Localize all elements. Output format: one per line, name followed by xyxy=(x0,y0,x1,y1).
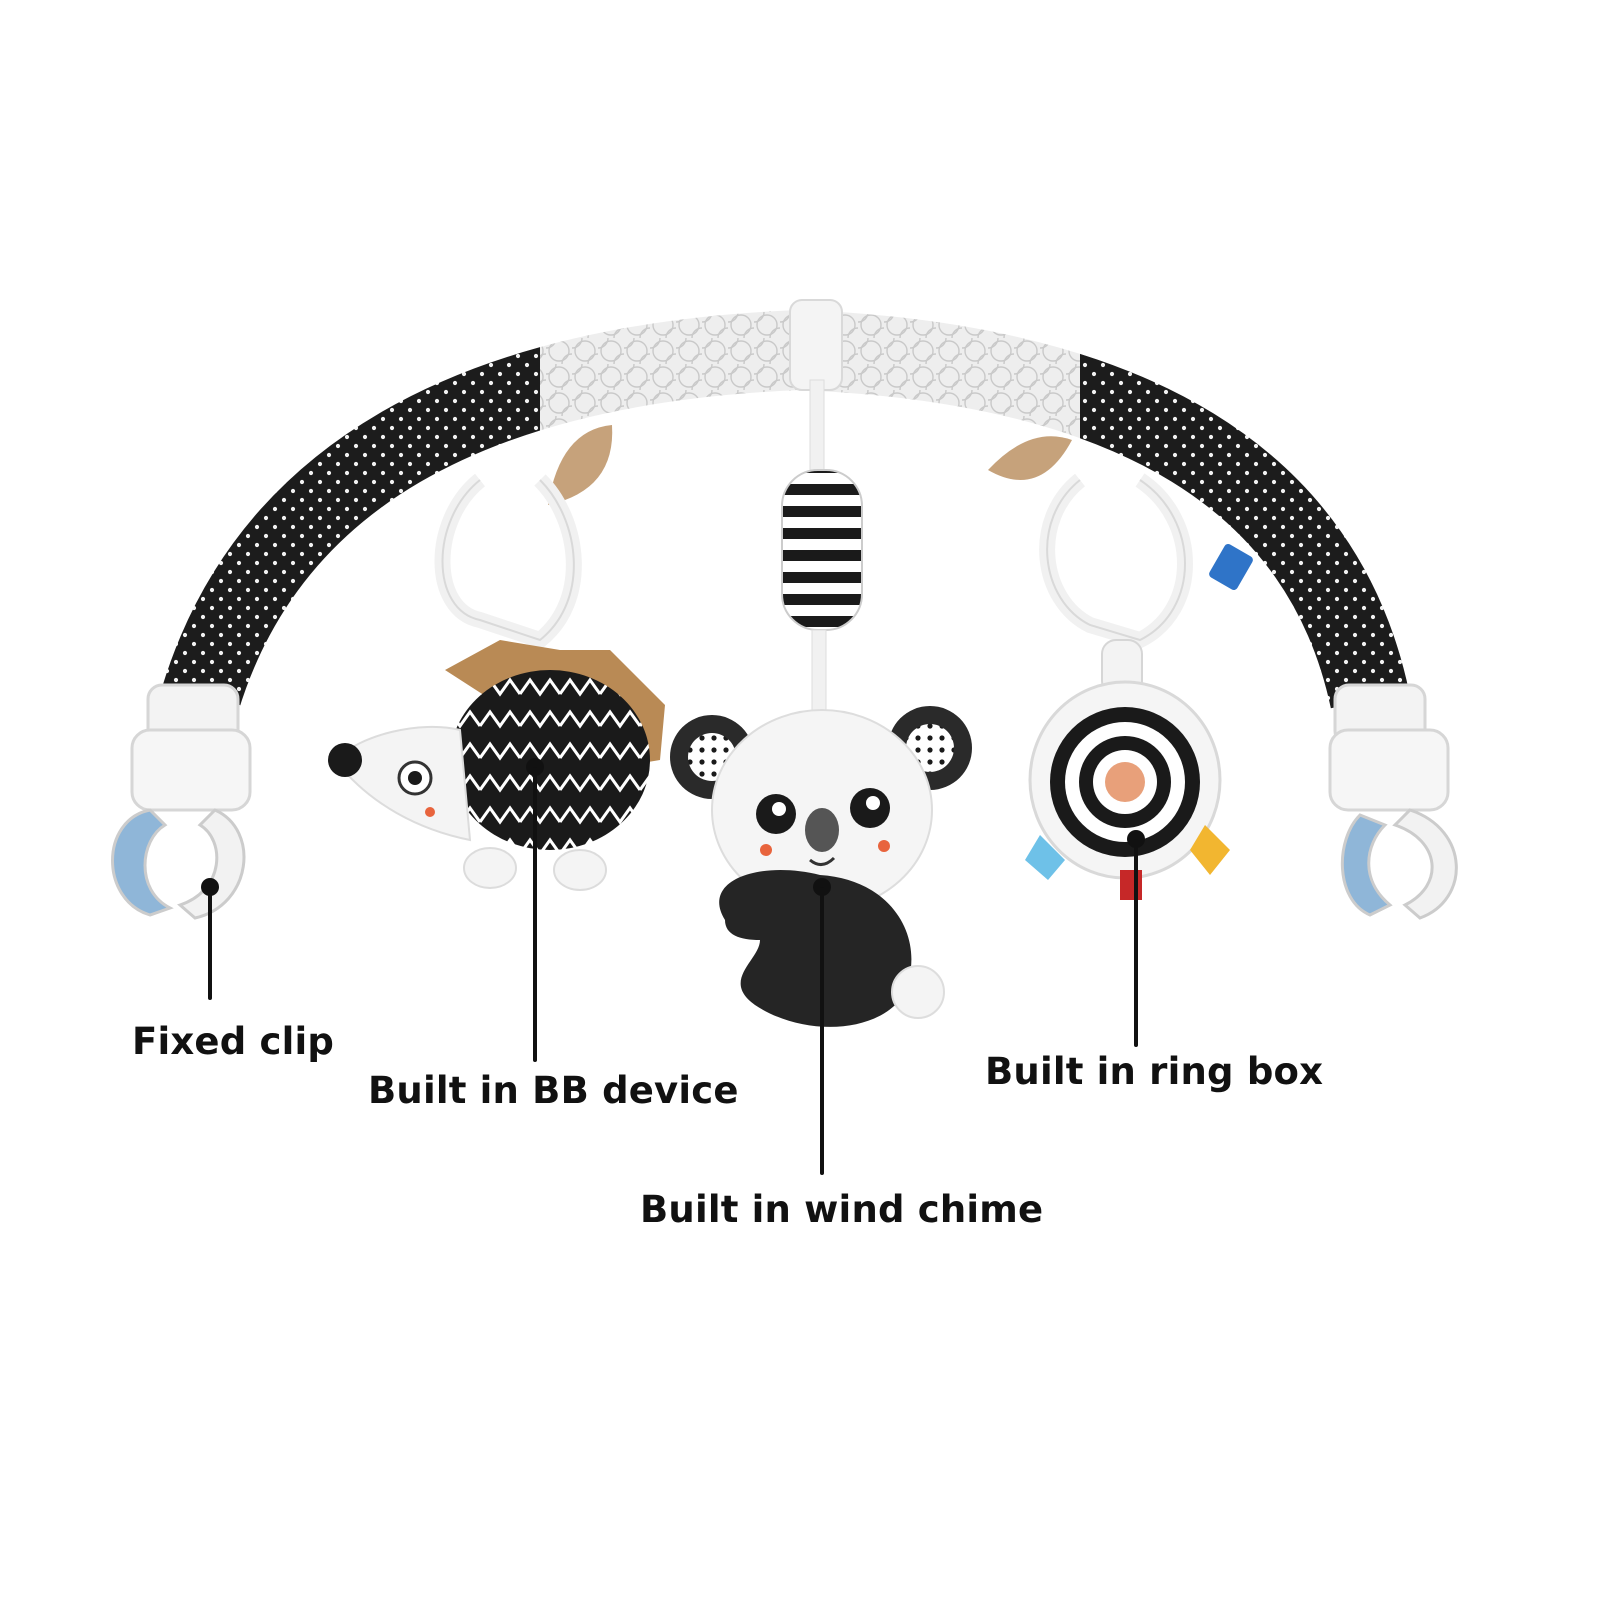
ring-box-leader-line xyxy=(1134,839,1138,1047)
bb-device-label: Built in BB device xyxy=(368,1069,739,1112)
wind-chime-label: Built in wind chime xyxy=(640,1188,1044,1231)
left-clip xyxy=(111,683,252,920)
ring-box-label: Built in ring box xyxy=(985,1050,1324,1093)
hedgehog-toy xyxy=(328,473,665,891)
bb-device-leader-line xyxy=(533,767,537,1062)
koala-toy xyxy=(670,379,972,1027)
arch-bar xyxy=(161,299,1410,712)
right-clip xyxy=(1328,683,1458,920)
wind-chime-leader-line xyxy=(820,887,824,1175)
ring-box-toy xyxy=(1025,473,1230,900)
fixed-clip-leader-line xyxy=(208,887,212,1000)
fixed-clip-label: Fixed clip xyxy=(132,1020,335,1063)
